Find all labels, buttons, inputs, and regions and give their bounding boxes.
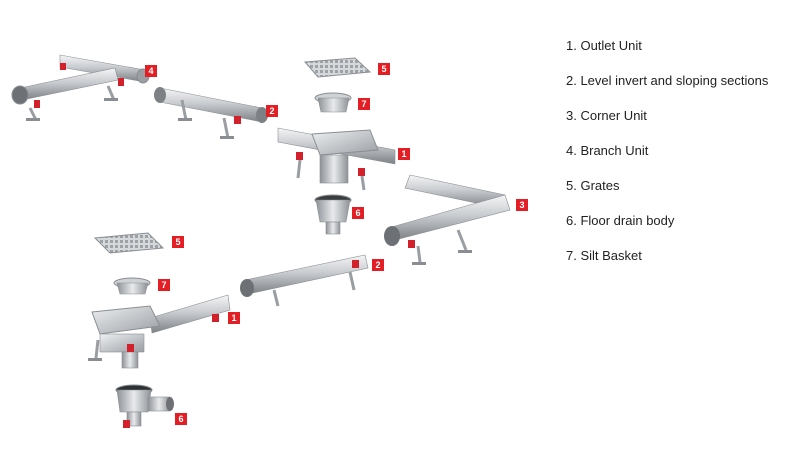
- callout-label: 4: [148, 66, 153, 76]
- callout-label: 7: [361, 99, 366, 109]
- callout-3: 3: [516, 199, 528, 211]
- callout-label: 7: [161, 280, 166, 290]
- callout-label: 3: [519, 200, 524, 210]
- callout-5-top: 5: [378, 63, 390, 75]
- callout-6-bottom: 6: [175, 413, 187, 425]
- branch-unit-top: [11, 54, 150, 121]
- legend-item-floor-drain-body: 6. Floor drain body: [566, 213, 675, 228]
- callout-7-bottom: 7: [158, 279, 170, 291]
- callout-label: 2: [375, 260, 380, 270]
- legend-item-outlet-unit: 1. Outlet Unit: [566, 38, 642, 53]
- grate-bottom: [93, 232, 165, 254]
- level-invert-section-bottom: [240, 254, 369, 307]
- callout-label: 5: [175, 237, 180, 247]
- outlet-unit-bottom: [88, 294, 231, 369]
- legend-item-branch-unit: 4. Branch Unit: [566, 143, 649, 158]
- callout-label: 1: [401, 149, 406, 159]
- floor-drain-body-bottom: [115, 384, 174, 428]
- drain-system-illustration: 4 2 5 7 1 6 3 2: [11, 54, 528, 428]
- callout-6-top: 6: [352, 207, 364, 219]
- callout-4-top: 4: [145, 65, 157, 77]
- outlet-unit-top: [277, 127, 396, 191]
- callout-2-top: 2: [266, 105, 278, 117]
- callout-5-bottom: 5: [172, 236, 184, 248]
- silt-basket-bottom: [113, 277, 151, 295]
- callout-1-top: 1: [398, 148, 410, 160]
- callout-7-top: 7: [358, 98, 370, 110]
- corner-unit: [384, 174, 511, 265]
- legend-item-level-invert: 2. Level invert and sloping sections: [566, 73, 769, 88]
- callout-label: 6: [355, 208, 360, 218]
- callout-label: 5: [381, 64, 386, 74]
- silt-basket-top: [314, 92, 352, 113]
- floor-drain-body-top: [314, 194, 352, 235]
- callout-label: 6: [178, 414, 183, 424]
- callout-2-bottom: 2: [372, 259, 384, 271]
- callout-label: 2: [269, 106, 274, 116]
- legend-item-silt-basket: 7. Silt Basket: [566, 248, 642, 263]
- callout-1-bottom: 1: [228, 312, 240, 324]
- callout-label: 1: [231, 313, 236, 323]
- legend-item-corner-unit: 3. Corner Unit: [566, 108, 647, 123]
- legend-item-grates: 5. Grates: [566, 178, 620, 193]
- component-legend: 1. Outlet Unit 2. Level invert and slopi…: [566, 36, 796, 281]
- level-invert-section-top: [154, 87, 268, 139]
- grate-top: [303, 57, 372, 78]
